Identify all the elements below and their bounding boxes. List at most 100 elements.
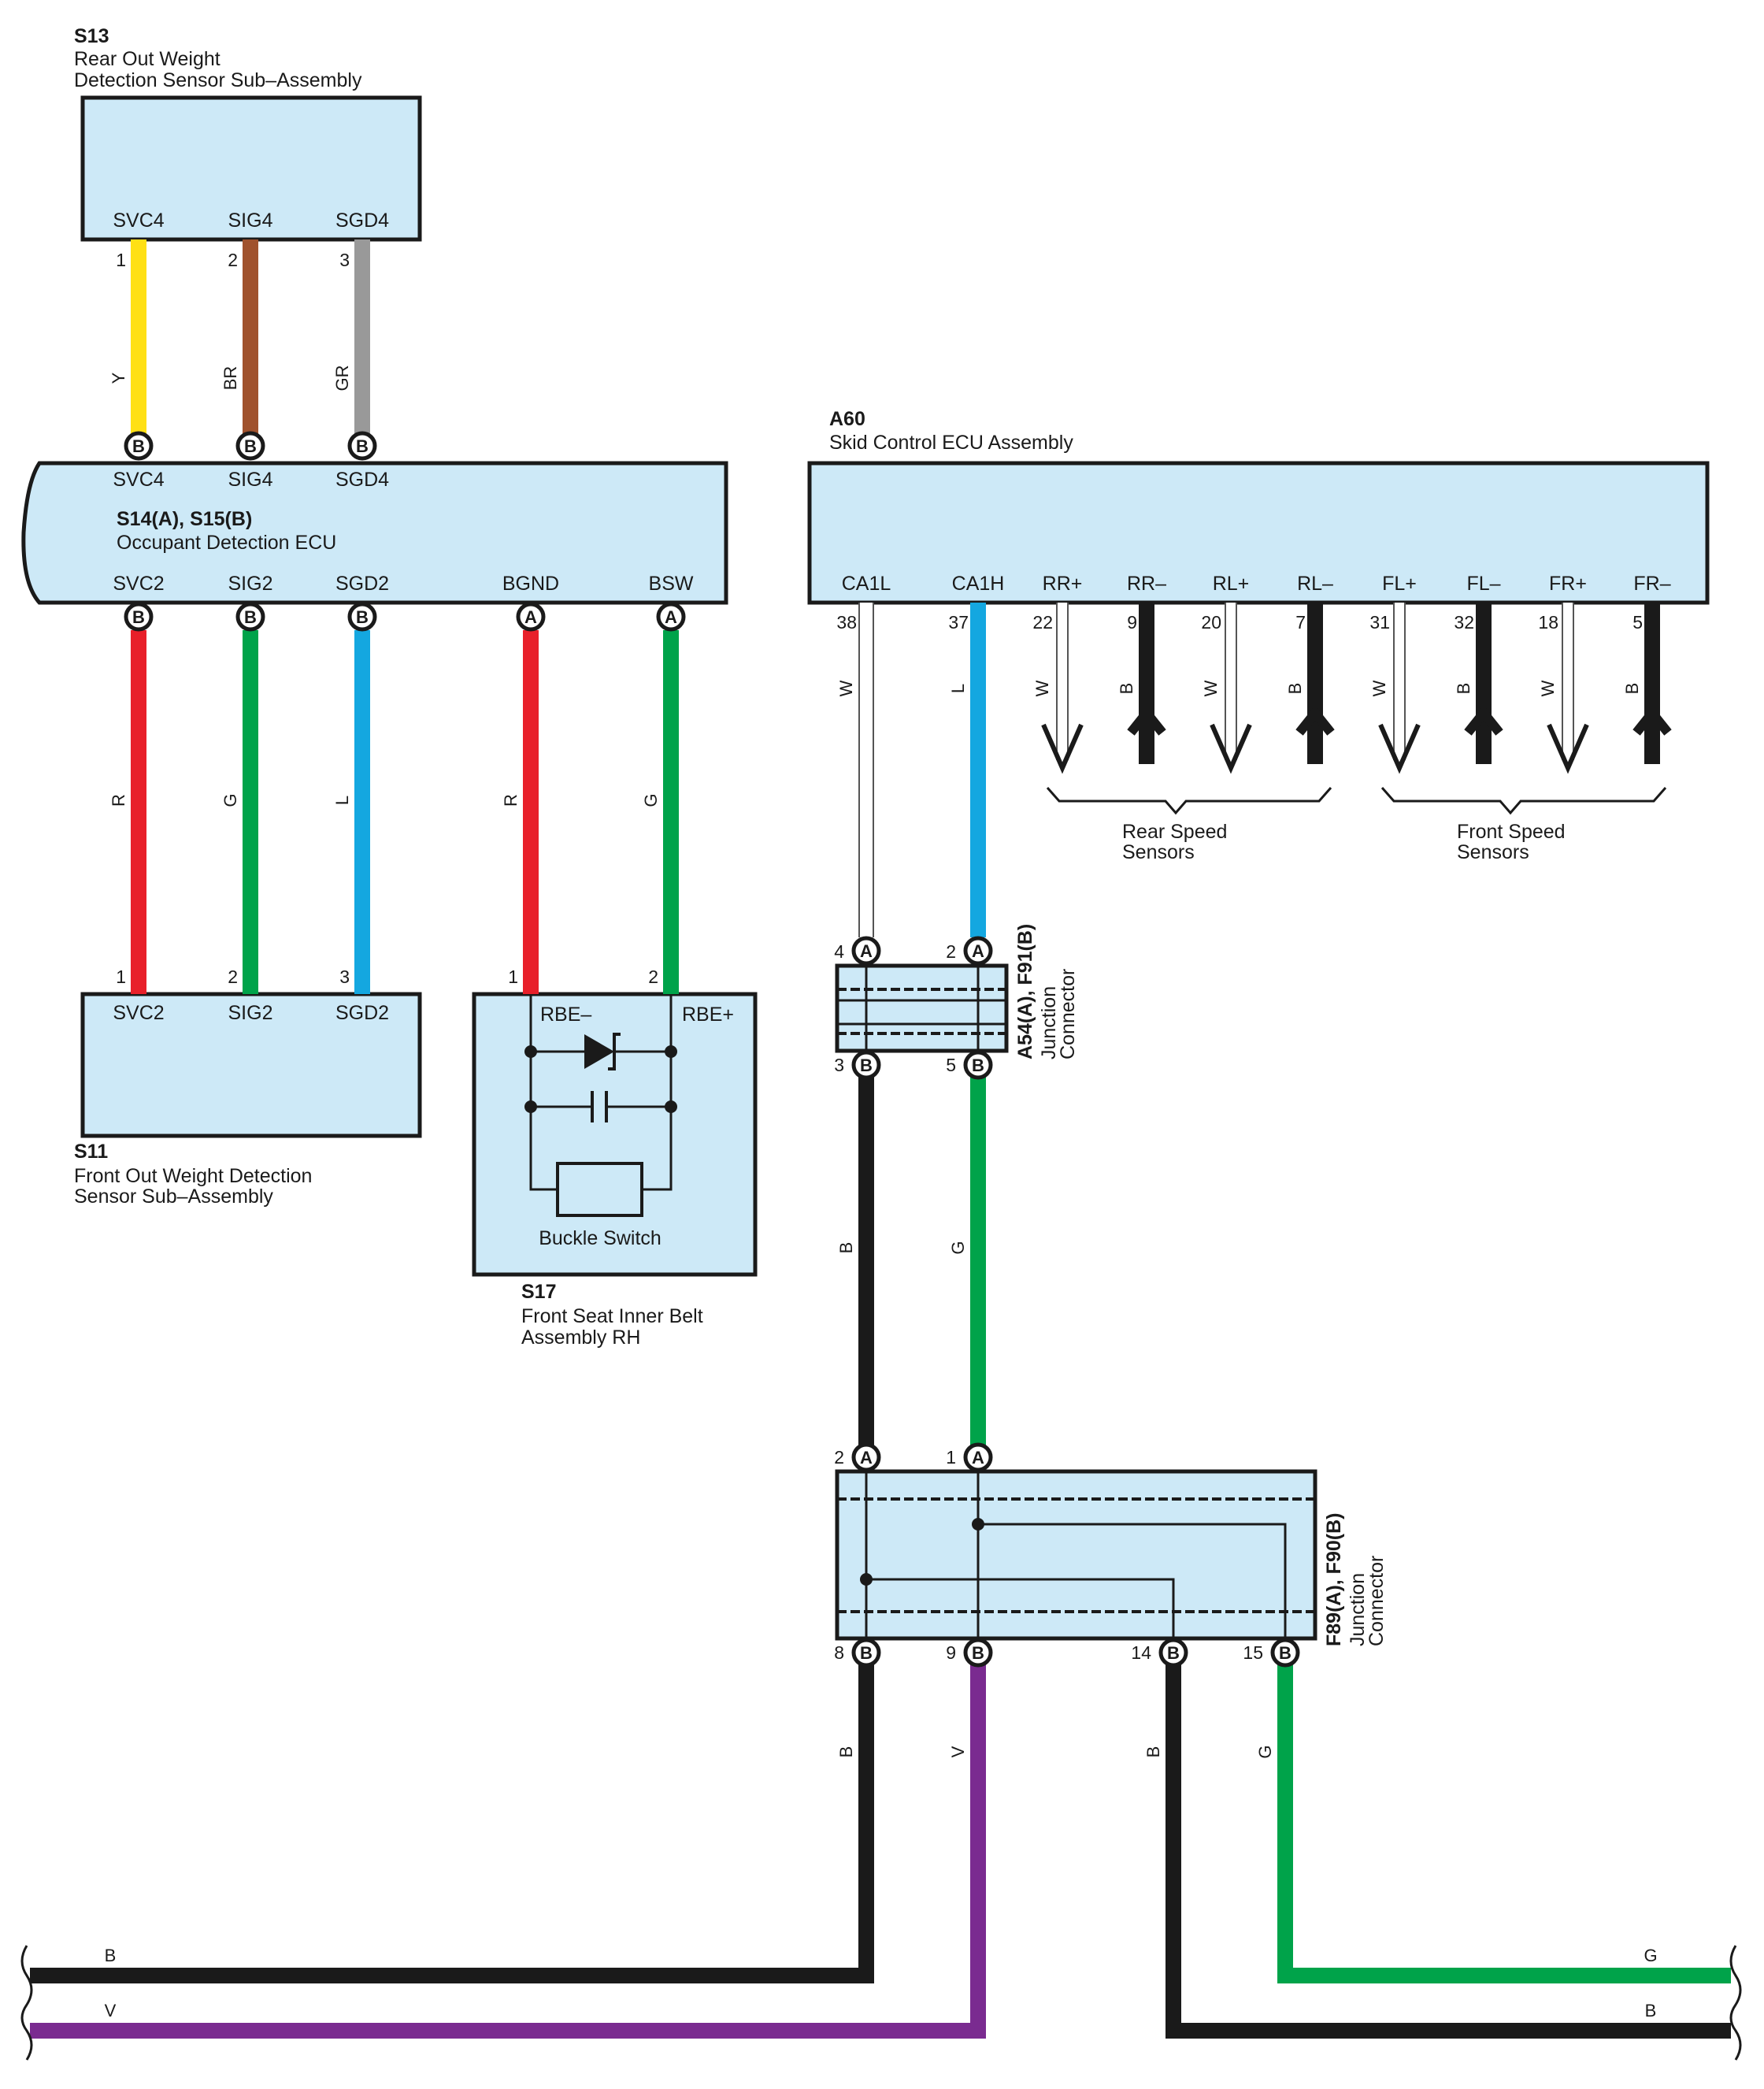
sensor-wire-rl-plus bbox=[1210, 603, 1252, 774]
s14-bottom-terminal-bgnd: BGND bbox=[502, 573, 559, 595]
wire-label-w: W bbox=[1538, 680, 1558, 696]
s13-box bbox=[80, 95, 422, 242]
s17-pin-1: 1 bbox=[508, 967, 518, 987]
a60-terminals: CA1L CA1H RR+ RR– RL+ RL– FL+ FL– FR+ FR… bbox=[842, 573, 1671, 595]
wire-label-gr: GR bbox=[332, 365, 352, 391]
s17-name-line2: Assembly RH bbox=[521, 1326, 640, 1349]
connector-letter: A bbox=[524, 607, 537, 627]
jc2-box bbox=[835, 1469, 1317, 1641]
a60-code: A60 bbox=[829, 408, 865, 430]
s11-pin-3: 3 bbox=[339, 967, 350, 987]
connector-letter: B bbox=[132, 607, 145, 627]
a60-pin: 38 bbox=[836, 612, 857, 633]
wire-label-g: G bbox=[948, 1241, 968, 1254]
s13-code: S13 bbox=[74, 25, 109, 47]
s11-name-line1: Front Out Weight Detection bbox=[74, 1165, 312, 1187]
jc2-line3: Connector bbox=[1366, 1556, 1388, 1646]
arrow-up-icon bbox=[1464, 705, 1503, 736]
a60-terminal-fl-minus: FL– bbox=[1466, 573, 1500, 595]
connector-ring bbox=[516, 602, 546, 632]
jc2-pin-1: 1 bbox=[946, 1447, 956, 1467]
jc1-code: A54(A), F91(B) bbox=[1014, 924, 1036, 1059]
jc1-box bbox=[835, 963, 1009, 1053]
a60-name: Skid Control ECU Assembly bbox=[829, 432, 1073, 454]
jc2-internals bbox=[837, 1471, 1315, 1638]
jc1-line2: Junction bbox=[1038, 986, 1060, 1059]
harness-break-right bbox=[1729, 1945, 1742, 2061]
speed-sensor-wires bbox=[1041, 603, 1672, 774]
connector-letter: B bbox=[1279, 1643, 1292, 1663]
wire-label-w: W bbox=[1032, 680, 1052, 696]
connector-ring bbox=[347, 431, 377, 461]
jc1-pin-3: 3 bbox=[834, 1055, 844, 1075]
jc1-pin-5: 5 bbox=[946, 1055, 956, 1075]
wire-label-v: V bbox=[948, 1746, 968, 1757]
connector-letter: A bbox=[665, 607, 677, 627]
wire-label-w: W bbox=[836, 680, 856, 696]
buckle-switch-icon bbox=[556, 1162, 643, 1217]
arrow-up-icon bbox=[1127, 705, 1166, 736]
s11-pin-1: 1 bbox=[116, 967, 126, 987]
front-speed-sensors-line2: Sensors bbox=[1457, 841, 1529, 863]
wires-jc1-jc2 bbox=[858, 1065, 986, 1457]
connector-ring bbox=[963, 1050, 993, 1080]
connector-letter: B bbox=[356, 607, 369, 627]
sensor-wire-fr-minus bbox=[1632, 603, 1672, 764]
connector-ring bbox=[851, 1638, 881, 1668]
wire-label-g: G bbox=[1255, 1745, 1275, 1758]
a60-terminal-rr-minus: RR– bbox=[1127, 573, 1166, 595]
s14-top-terminal-sig4: SIG4 bbox=[228, 469, 273, 491]
arrow-down-icon bbox=[1041, 723, 1084, 774]
sensor-wire-rr-plus bbox=[1041, 603, 1084, 774]
s17-terminal-rbe-plus: RBE+ bbox=[682, 1004, 734, 1026]
connector-ring bbox=[963, 936, 993, 966]
connector-letter: B bbox=[860, 1643, 873, 1663]
s11-terminal-sgd2: SGD2 bbox=[335, 1002, 389, 1024]
s17-code: S17 bbox=[521, 1281, 556, 1303]
rear-speed-sensors-line1: Rear Speed bbox=[1122, 821, 1227, 843]
jc1-label: A54(A), F91(B) Junction Connector bbox=[1014, 924, 1079, 1059]
s13-name-line1: Rear Out Weight bbox=[74, 48, 220, 70]
arrow-up-icon bbox=[1295, 705, 1335, 736]
wire-g bbox=[1277, 1654, 1731, 1983]
s17-terminal-rbe-minus: RBE– bbox=[540, 1004, 591, 1026]
wire-b bbox=[1166, 1654, 1731, 2039]
s13-name-line2: Detection Sensor Sub–Assembly bbox=[74, 69, 362, 91]
a60-pins: 38 37 22 9 20 7 31 32 18 5 bbox=[836, 612, 1643, 633]
wire-label-b: B bbox=[1454, 683, 1473, 695]
a60-pin: 37 bbox=[948, 612, 969, 633]
a60-pin: 22 bbox=[1032, 612, 1053, 633]
a60-terminal-rl-plus: RL+ bbox=[1213, 573, 1250, 595]
a60-box bbox=[807, 461, 1710, 605]
jc2-code: F89(A), F90(B) bbox=[1323, 1513, 1345, 1646]
wire-label-g: G bbox=[220, 793, 240, 807]
harness-break-left bbox=[20, 1945, 33, 2061]
connector-letter: B bbox=[244, 607, 257, 627]
a60-terminal-fr-plus: FR+ bbox=[1549, 573, 1587, 595]
s11-box bbox=[80, 992, 422, 1138]
connector-ring bbox=[963, 1638, 993, 1668]
wire-label-l: L bbox=[948, 684, 968, 693]
rear-sensor-brace bbox=[1046, 787, 1332, 815]
jc1-pin-4: 4 bbox=[834, 941, 844, 962]
wire-label-w: W bbox=[1201, 680, 1221, 696]
sensor-wire-fl-plus bbox=[1378, 603, 1421, 774]
front-speed-sensors-line1: Front Speed bbox=[1457, 821, 1566, 843]
connector-letter: B bbox=[132, 436, 145, 456]
a60-pin: 20 bbox=[1201, 612, 1221, 633]
s14-code: S14(A), S15(B) bbox=[117, 508, 252, 530]
sensor-wire-rl-minus bbox=[1295, 603, 1335, 764]
connector-letter: B bbox=[860, 1056, 873, 1075]
a60-terminal-fl-plus: FL+ bbox=[1382, 573, 1417, 595]
jc2-pin-9: 9 bbox=[946, 1642, 956, 1663]
a60-pin: 9 bbox=[1127, 612, 1137, 633]
connector-ring bbox=[1270, 1638, 1300, 1668]
buckle-switch-label: Buckle Switch bbox=[539, 1227, 662, 1249]
s13-pin-3: 3 bbox=[339, 250, 350, 270]
buckle-switch-circuit bbox=[529, 994, 673, 1217]
connector-ring bbox=[851, 1050, 881, 1080]
jc1-pin-2: 2 bbox=[946, 941, 956, 962]
connector-letter: A bbox=[972, 941, 984, 961]
connector-ring bbox=[347, 602, 377, 632]
